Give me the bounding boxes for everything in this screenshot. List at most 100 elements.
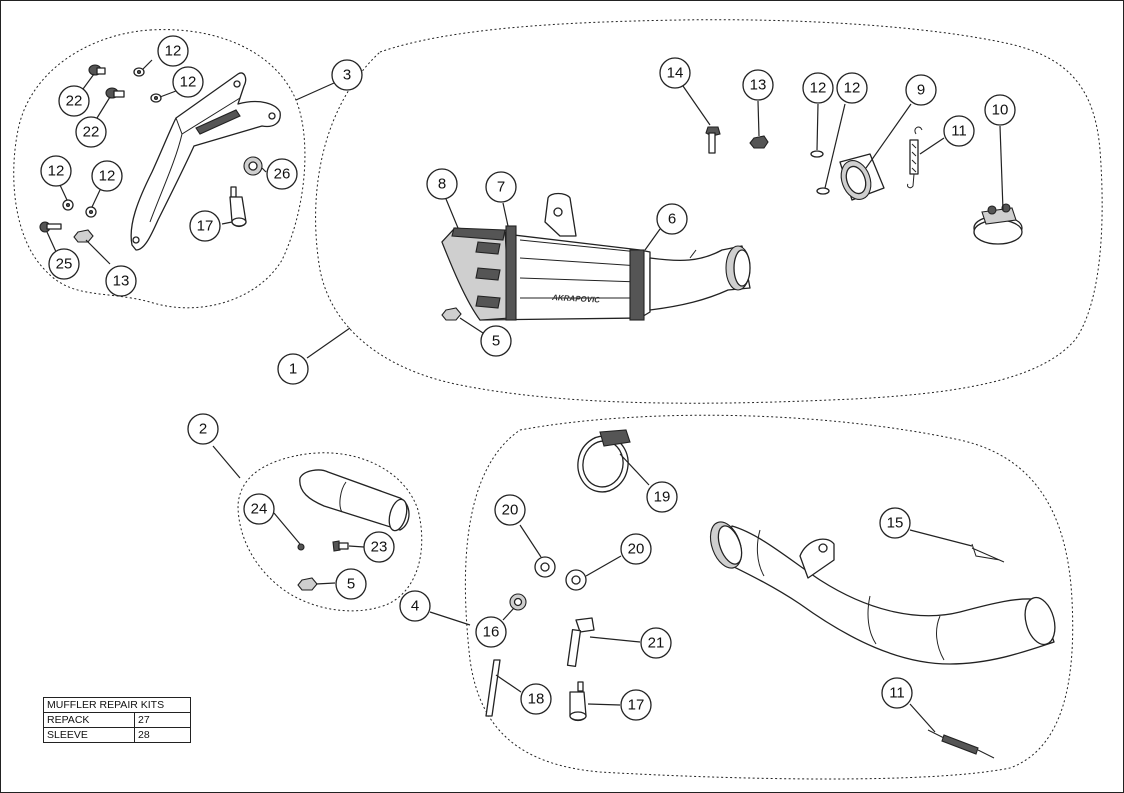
table-row: SLEEVE 28 xyxy=(43,727,191,743)
svg-text:20: 20 xyxy=(628,541,645,558)
repair-kit-name: REPACK xyxy=(43,712,135,728)
svg-text:AKRAPOVIC: AKRAPOVIC xyxy=(551,293,601,305)
callout-8: 8 xyxy=(426,168,458,200)
bolt-25 xyxy=(39,221,62,233)
clamp-10 xyxy=(973,203,1023,245)
svg-text:5: 5 xyxy=(492,333,500,350)
svg-text:3: 3 xyxy=(343,67,351,84)
svg-text:8: 8 xyxy=(438,176,446,193)
washer-12-d xyxy=(85,206,97,218)
callout-17-link: 17 xyxy=(620,689,652,721)
spacer-17-link xyxy=(569,681,587,722)
callout-21: 21 xyxy=(640,627,672,659)
callout-22-a: 22 xyxy=(58,85,90,117)
svg-text:11: 11 xyxy=(889,685,905,702)
svg-text:16: 16 xyxy=(483,624,500,641)
nut-16 xyxy=(509,593,527,611)
svg-text:17: 17 xyxy=(628,697,645,714)
repair-kit-code: 27 xyxy=(134,712,191,728)
washer-12-f xyxy=(816,187,830,195)
svg-text:12: 12 xyxy=(165,43,182,60)
callout-12-d: 12 xyxy=(91,160,123,192)
callout-25: 25 xyxy=(48,248,80,280)
clip-15 xyxy=(971,543,1005,563)
svg-text:7: 7 xyxy=(497,179,505,196)
svg-text:25: 25 xyxy=(56,256,73,273)
link-pipe xyxy=(709,521,1056,665)
callout-16: 16 xyxy=(475,616,507,648)
callout-23: 23 xyxy=(363,531,395,563)
svg-text:24: 24 xyxy=(251,501,268,518)
callout-12-b: 12 xyxy=(172,66,204,98)
callout-19: 19 xyxy=(646,481,678,513)
washer-20-b xyxy=(565,569,587,591)
muffler-body: AKRAPOVIC xyxy=(441,192,751,321)
svg-text:14: 14 xyxy=(667,65,684,82)
svg-text:15: 15 xyxy=(887,515,904,532)
svg-text:13: 13 xyxy=(750,77,767,94)
svg-text:23: 23 xyxy=(371,539,388,556)
svg-text:11: 11 xyxy=(951,123,967,140)
callout-6: 6 xyxy=(656,203,688,235)
rivet-23 xyxy=(332,540,349,552)
callout-14: 14 xyxy=(659,57,691,89)
group-outline-link-pipe xyxy=(464,414,1074,780)
bolt-21 xyxy=(566,617,595,668)
muffler-repair-kits-table: MUFFLER REPAIR KITS REPACK 27 SLEEVE 28 xyxy=(43,697,191,743)
nut-5-sleeve xyxy=(297,577,318,591)
svg-text:5: 5 xyxy=(347,576,355,593)
spring-11-link xyxy=(927,729,995,759)
callout-7: 7 xyxy=(485,171,517,203)
callout-3: 3 xyxy=(331,59,363,91)
nut-13-bracket xyxy=(73,229,94,243)
svg-text:10: 10 xyxy=(992,102,1009,119)
svg-text:9: 9 xyxy=(917,82,925,99)
callout-26: 26 xyxy=(266,158,298,190)
callout-4: 4 xyxy=(399,590,431,622)
repair-kit-code: 28 xyxy=(134,727,191,743)
callout-10: 10 xyxy=(984,94,1016,126)
svg-text:2: 2 xyxy=(199,421,207,438)
callout-20-b: 20 xyxy=(620,533,652,565)
leader-lines xyxy=(46,59,1004,733)
callout-15: 15 xyxy=(879,507,911,539)
svg-text:1: 1 xyxy=(289,361,297,378)
svg-text:12: 12 xyxy=(844,80,861,97)
repair-table-title: MUFFLER REPAIR KITS xyxy=(43,697,191,713)
hanger-bracket xyxy=(130,72,281,251)
callout-12-c: 12 xyxy=(40,155,72,187)
bolt-22-lower xyxy=(105,87,125,99)
svg-text:12: 12 xyxy=(810,80,827,97)
nut-13-muffler xyxy=(749,135,769,149)
svg-text:6: 6 xyxy=(668,211,676,228)
callout-11-link: 11 xyxy=(881,677,913,709)
repair-kit-name: SLEEVE xyxy=(43,727,135,743)
svg-text:4: 4 xyxy=(411,598,419,615)
washer-12-c xyxy=(62,199,74,211)
washer-12-e xyxy=(810,150,824,158)
svg-text:19: 19 xyxy=(654,489,671,506)
callout-24: 24 xyxy=(243,493,275,525)
repair-table-header-row: MUFFLER REPAIR KITS xyxy=(43,697,191,713)
callout-12-a: 12 xyxy=(157,35,189,67)
nut-5-muffler xyxy=(441,307,462,321)
spring-11-muffler xyxy=(907,126,923,189)
bolt-22-upper xyxy=(88,64,106,76)
spacer-17-bracket xyxy=(229,186,247,228)
svg-text:26: 26 xyxy=(274,166,291,183)
grommet-26 xyxy=(243,156,263,176)
callout-12-f: 12 xyxy=(836,72,868,104)
callout-12-e: 12 xyxy=(802,72,834,104)
strap-18 xyxy=(485,659,501,717)
washer-24 xyxy=(297,543,305,551)
callout-13-muffler: 13 xyxy=(742,69,774,101)
svg-text:12: 12 xyxy=(99,168,116,185)
callout-13-bracket: 13 xyxy=(105,265,137,297)
svg-text:20: 20 xyxy=(502,502,519,519)
clamp-19 xyxy=(577,429,631,493)
svg-text:17: 17 xyxy=(197,218,214,235)
callout-22-b: 22 xyxy=(75,116,107,148)
bolt-14 xyxy=(705,126,721,154)
callout-5-muffler: 5 xyxy=(480,325,512,357)
